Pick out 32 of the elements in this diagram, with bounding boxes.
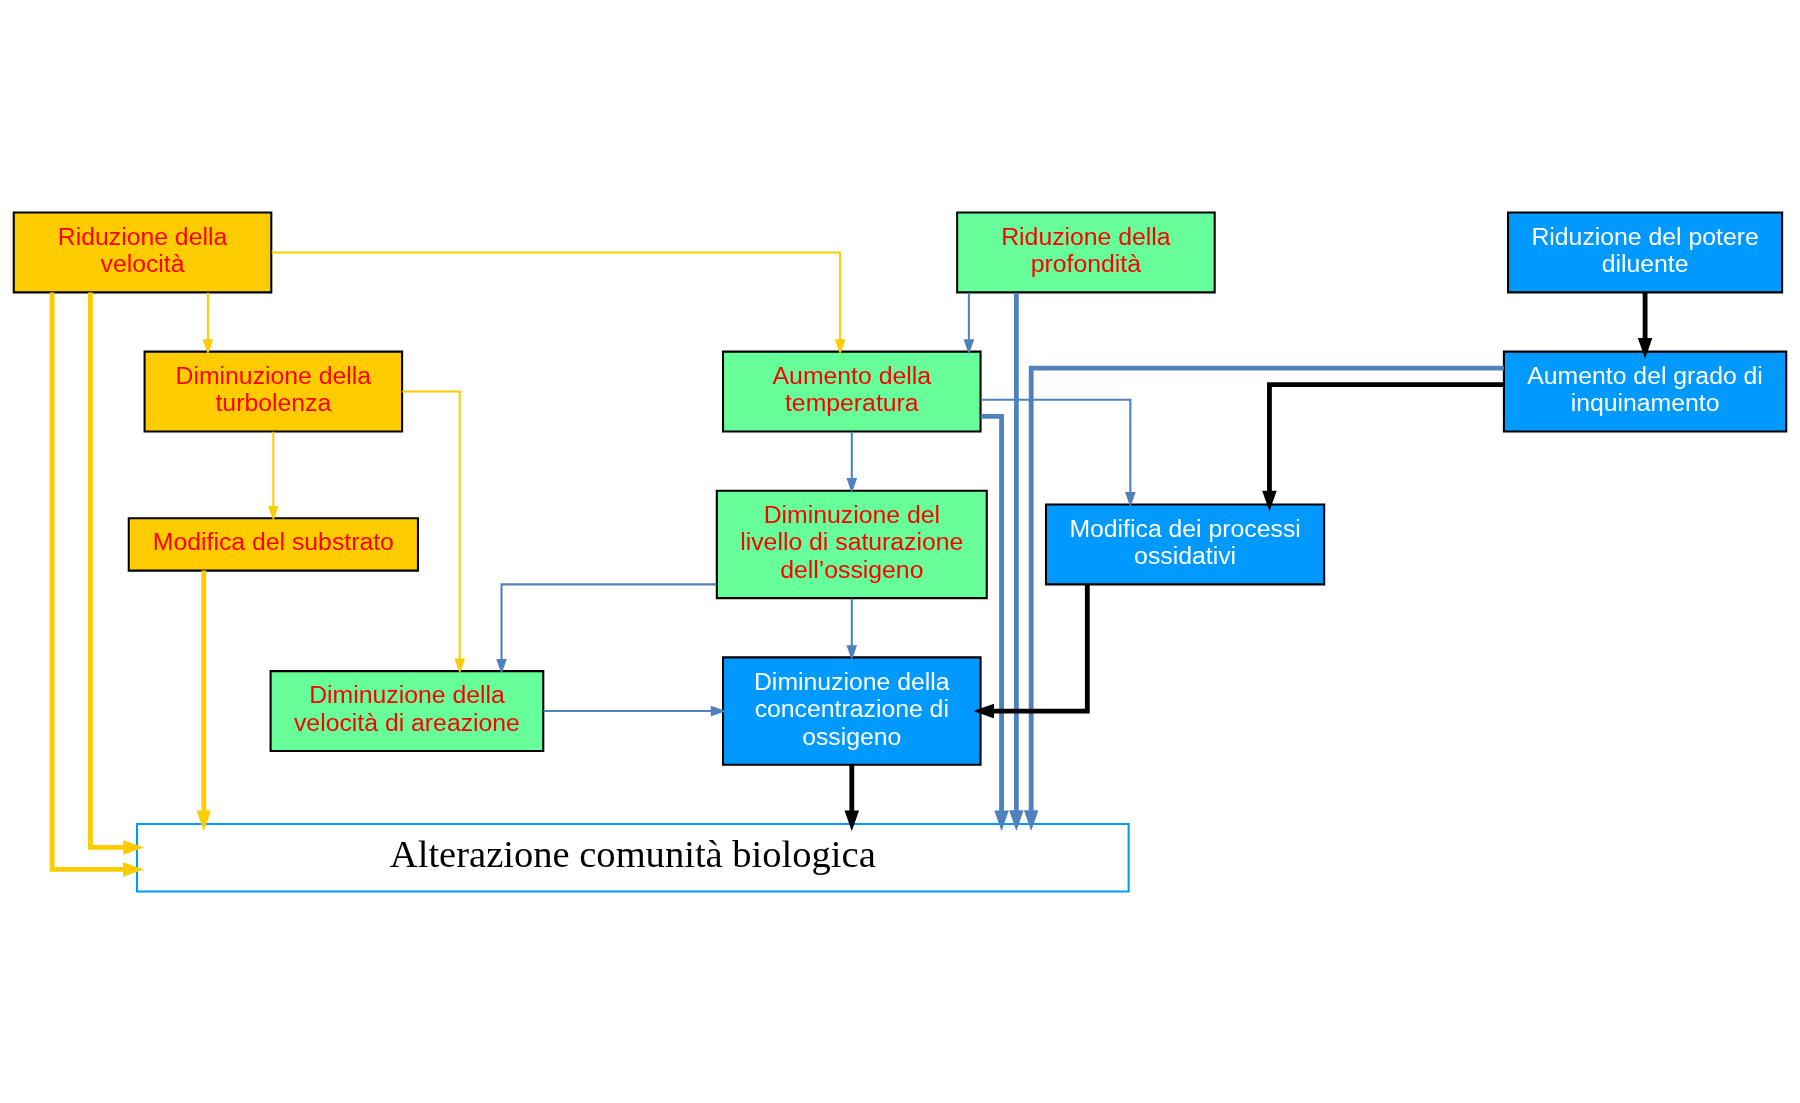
node-box: Diminuzione della concentrazione di ossigeno (722, 655, 982, 766)
arrow (268, 431, 279, 521)
node-box: Diminuzione del livello di saturazione dell’ossigeno (715, 489, 988, 599)
arrow (846, 598, 858, 660)
arrow (980, 398, 1136, 507)
node-box: Aumento del grado di inquinamento (1502, 350, 1788, 433)
arrow (963, 292, 975, 355)
arrow (49, 291, 144, 877)
arrow (980, 413, 1009, 831)
arrow (844, 764, 860, 831)
arrow (1009, 292, 1024, 831)
arrow (402, 390, 466, 674)
arrow (271, 250, 846, 354)
arrow (1262, 381, 1504, 511)
arrow (1637, 292, 1653, 359)
arrow (543, 705, 726, 716)
arrow (202, 292, 214, 355)
arrow (196, 570, 212, 831)
node-box: Riduzione del potere diluente (1507, 210, 1784, 293)
node-box: Diminuzione della velocità di areazione (269, 669, 545, 752)
arrow (846, 431, 858, 493)
arrow (88, 291, 144, 855)
arrow (1023, 365, 1504, 831)
node-box: Modifica dei processi ossidativi (1044, 502, 1326, 585)
node-box: Diminuzione della turbolenza (143, 350, 404, 433)
node-box: Modifica del substrato (127, 516, 419, 572)
arrow (496, 582, 717, 674)
node-box: Aumento della temperatura (722, 350, 982, 433)
arrow (973, 584, 1090, 718)
node-box: Alterazione comunità biologica (135, 822, 1130, 893)
node-box: Riduzione della profondità (956, 210, 1216, 293)
node-box: Riduzione della velocità (12, 210, 273, 293)
